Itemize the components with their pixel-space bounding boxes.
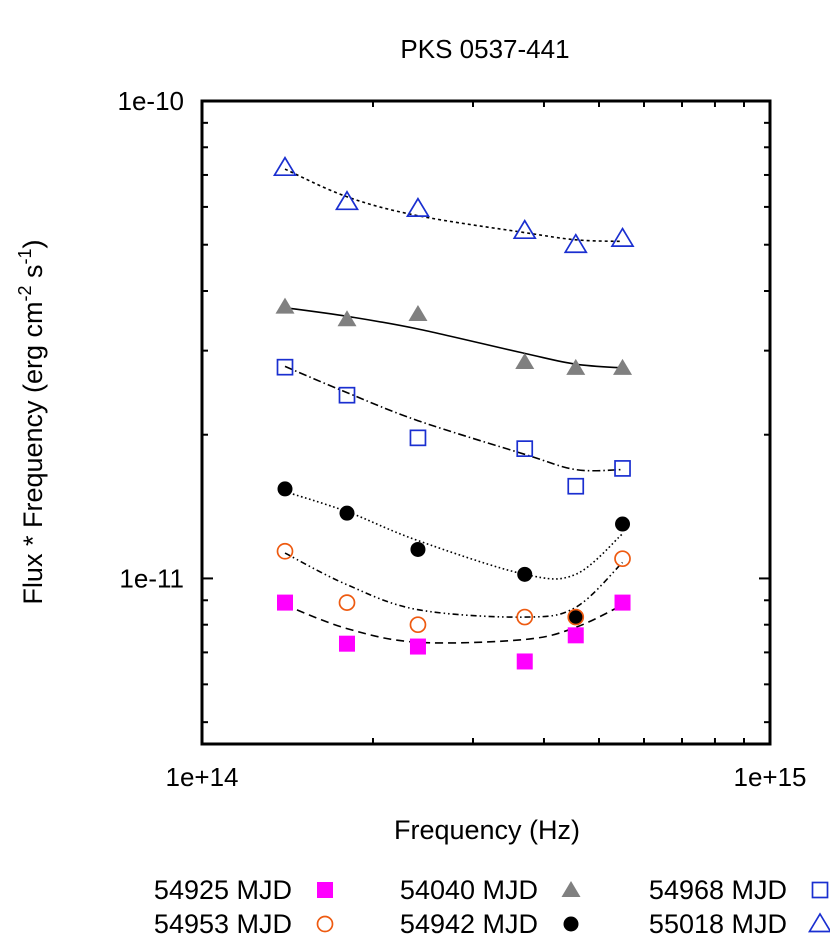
data-point bbox=[614, 460, 631, 477]
data-point bbox=[338, 594, 356, 611]
fit-curve bbox=[284, 168, 623, 243]
data-point bbox=[614, 594, 631, 611]
series-54942-mjd bbox=[277, 481, 631, 625]
data-point bbox=[409, 638, 426, 655]
data-point bbox=[408, 304, 428, 321]
legend-marker bbox=[317, 882, 333, 898]
chart-title: PKS 0537-441 bbox=[400, 34, 569, 64]
data-point bbox=[566, 358, 586, 375]
legend-entry: 54925 MJD bbox=[154, 875, 333, 905]
data-point bbox=[272, 156, 298, 177]
data-point bbox=[277, 594, 294, 611]
data-point bbox=[568, 609, 584, 625]
data-point bbox=[613, 358, 633, 375]
fit-curve bbox=[284, 604, 623, 644]
data-point bbox=[334, 190, 359, 211]
fit-curve bbox=[284, 365, 623, 472]
data-point bbox=[614, 550, 631, 568]
legend-label: 54968 MJD bbox=[649, 875, 787, 905]
data-point bbox=[409, 616, 427, 634]
series-55018-mjd bbox=[272, 156, 635, 254]
data-point bbox=[516, 653, 533, 670]
data-point bbox=[567, 608, 585, 626]
data-point bbox=[515, 353, 535, 370]
legend-entry: 54953 MJD bbox=[154, 909, 334, 939]
series-54040-mjd bbox=[275, 297, 633, 375]
data-point bbox=[567, 627, 584, 644]
data-point bbox=[409, 429, 427, 447]
y-tick-label: 1e-11 bbox=[119, 563, 184, 593]
y-axis-label-main: Flux * Frequency (erg cm bbox=[18, 301, 48, 604]
y-axis-label-exp1: -2 bbox=[15, 285, 35, 301]
legend-marker bbox=[561, 881, 581, 897]
data-point bbox=[512, 219, 537, 240]
data-point bbox=[276, 358, 294, 376]
x-tick-label: 1e+15 bbox=[733, 762, 806, 792]
y-axis-label-mid: s bbox=[18, 264, 48, 285]
legend-label: 54040 MJD bbox=[400, 875, 538, 905]
fit-curve bbox=[284, 552, 624, 618]
series-layer bbox=[272, 156, 635, 670]
legend-label: 54953 MJD bbox=[154, 909, 292, 939]
series-54968-mjd bbox=[276, 358, 631, 495]
data-point bbox=[275, 297, 295, 314]
series-54925-mjd bbox=[277, 594, 631, 670]
x-axis-label: Frequency (Hz) bbox=[394, 815, 580, 845]
y-axis-label-exp2: -1 bbox=[15, 248, 35, 264]
legend: 54925 MJD 54953 MJD 54040 MJD 54942 MJD 5496… bbox=[154, 875, 830, 939]
data-point bbox=[516, 608, 534, 626]
legend-marker bbox=[811, 881, 829, 899]
legend-entry: 54968 MJD bbox=[649, 875, 829, 905]
legend-marker bbox=[563, 916, 579, 932]
fit-curve bbox=[284, 306, 623, 369]
legend-marker bbox=[316, 915, 334, 933]
data-point bbox=[276, 542, 294, 560]
legend-label: 54942 MJD bbox=[400, 909, 538, 939]
legend-marker bbox=[807, 912, 830, 933]
legend-entry: 54040 MJD bbox=[400, 875, 581, 905]
data-point bbox=[567, 477, 585, 495]
data-point bbox=[615, 516, 631, 532]
y-axis-label-end: ) bbox=[18, 239, 48, 248]
data-point bbox=[338, 386, 356, 404]
y-axis-label: Flux * Frequency (erg cm-2 s-1) bbox=[15, 239, 48, 604]
series-54953-mjd bbox=[276, 542, 631, 634]
legend-entry: 55018 MJD bbox=[649, 909, 830, 939]
data-point bbox=[337, 310, 357, 327]
data-point bbox=[563, 233, 588, 254]
data-point bbox=[405, 197, 430, 218]
axis-ticks: 1e-11 1e-10 1e+14 1e+15 bbox=[118, 86, 807, 792]
y-tick-label: 1e-10 bbox=[118, 86, 185, 116]
data-point bbox=[517, 566, 533, 582]
fit-curve bbox=[284, 490, 624, 580]
data-point bbox=[410, 541, 426, 557]
data-point bbox=[339, 505, 355, 521]
data-point bbox=[516, 440, 534, 457]
data-point bbox=[338, 635, 355, 652]
x-tick-label: 1e+14 bbox=[165, 762, 238, 792]
legend-label: 55018 MJD bbox=[649, 909, 787, 939]
legend-entry: 54942 MJD bbox=[400, 909, 579, 939]
data-point bbox=[610, 226, 635, 247]
legend-label: 54925 MJD bbox=[154, 875, 292, 905]
data-point bbox=[277, 481, 293, 497]
plot-frame bbox=[200, 99, 772, 746]
